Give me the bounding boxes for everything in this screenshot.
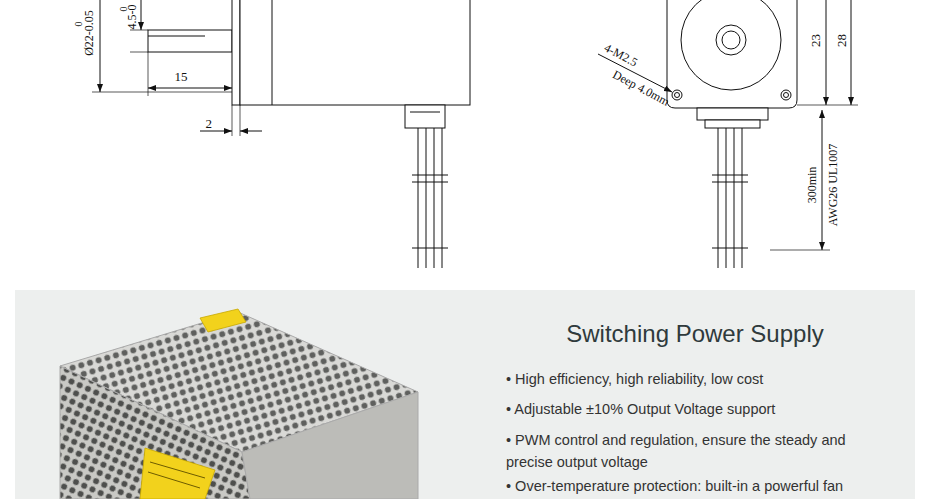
psu-housing [60,309,418,499]
dimension-label: 28 [835,34,848,47]
dimension-label: 2 [206,117,213,130]
dimension-label: 15 [175,70,188,83]
feature-bullet: • Over-temperature protection: built-in … [506,475,906,497]
feature-panel: Switching Power Supply • High efficiency,… [15,290,915,499]
dimension-label: Deep 4.0mm [611,68,671,108]
dimension-label: Ø22-0.05 [83,10,95,56]
feature-bullet: • Adjustable ±10% Output Voltage support [506,398,898,420]
feature-bullet: • High efficiency, high reliability, low… [506,368,898,390]
dimension-label: 0 [73,22,83,27]
motor-drawing [0,0,930,290]
dimension-label: 300min [806,167,818,204]
dimension-label: 4.5-0 [125,5,137,30]
dimension-label: AWG26 UL1007 [827,144,839,227]
front-view [598,0,858,268]
dimension-label: 4-M2.5 [602,41,639,68]
feature-bullet: • PWM control and regulation, ensure the… [506,429,884,473]
dimension-label: 23 [809,34,822,47]
side-view [92,0,470,268]
panel-title: Switching Power Supply [500,320,890,348]
